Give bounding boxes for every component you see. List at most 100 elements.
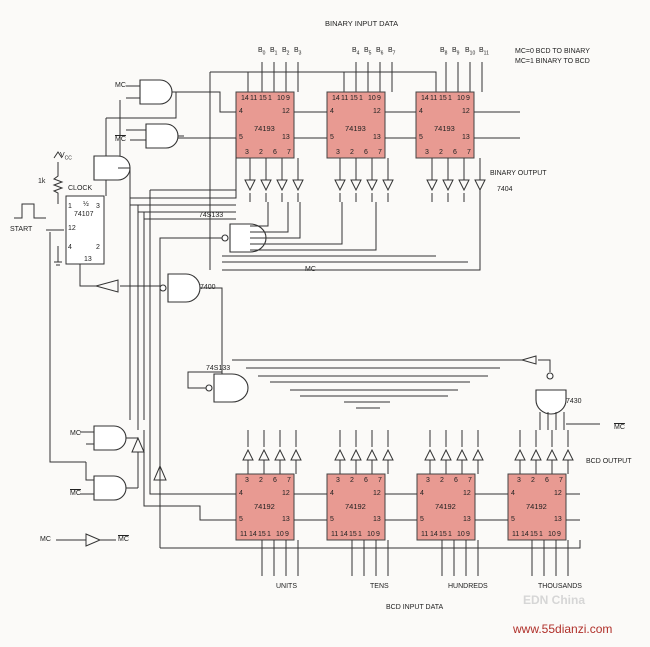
bcd-counter-3-pin-right-top: 12 [463, 490, 471, 497]
binary-counter-1-pin-right-top: 12 [282, 108, 290, 115]
bcd-counter-1-bottom-pin: 10 [276, 531, 284, 538]
inverter-2 [260, 158, 272, 202]
and-gate-mc [139, 79, 173, 105]
bcd-counter-3-pin-left-bottom: 5 [420, 516, 424, 523]
ff-pin: 1 [68, 203, 72, 210]
thousands-label: THOUSANDS [538, 583, 582, 590]
binary-counter-3-top-pin: 15 [439, 95, 447, 102]
binary-counter-2-top-pin: 11 [341, 95, 349, 102]
bcd-counter-1-pin-right-top: 12 [282, 490, 290, 497]
binary-counter-1-bottom-pin: 2 [259, 149, 263, 156]
binary-bit-b0: B0 [258, 47, 266, 57]
nand-bottom-inputs [187, 359, 522, 409]
inverter-8 [382, 430, 394, 474]
ff-pin: 13 [84, 256, 92, 263]
binary-counter-2-bottom-pin: 3 [336, 149, 340, 156]
binary-bit-b9: B9 [452, 47, 460, 57]
bcd-counter-4-part: 74192 [526, 502, 547, 511]
inverter-7 [366, 430, 378, 474]
bcd-input-data-label: BCD INPUT DATA [386, 604, 444, 611]
binary-bit-b8: B8 [440, 47, 448, 57]
ff-half-label: ½ [83, 201, 89, 208]
ff-pin: 12 [68, 225, 76, 232]
inverter-14 [530, 430, 542, 474]
inverter-7 [366, 158, 378, 202]
74s133-top-label: 74S133 [199, 212, 224, 219]
bcd-counter-4-bottom-pin: 10 [548, 531, 556, 538]
bcd-counter-3-top-pin: 3 [426, 477, 430, 484]
mc-label-bottom-gate: MC [70, 430, 81, 437]
binary-bit-b6: B6 [376, 47, 384, 57]
bcd-counter-2-pin-left-top: 4 [330, 490, 334, 497]
mc-label-inverter-in: MC [40, 536, 51, 543]
bcd-counter-4-top-pin: 7 [559, 477, 563, 484]
bcd-counter-3-bottom-pin: 11 [421, 531, 429, 538]
nand-top-inputs [159, 202, 377, 548]
bcd-counter-4-bottom-pin: 9 [557, 531, 561, 538]
bcd-output-inverters [242, 430, 574, 474]
binary-output-label: BINARY OUTPUT [490, 170, 547, 177]
inverter-5 [334, 158, 346, 202]
binary-counter-2-top-pin: 1 [359, 95, 363, 102]
binary-counter-2-pin-right-bottom: 13 [373, 134, 381, 141]
bcd-output-label: BCD OUTPUT [586, 458, 632, 465]
inverter-10 [442, 158, 454, 202]
binary-counter-3-bottom-pin: 3 [425, 149, 429, 156]
bcd-counter-1-bottom-pin: 15 [258, 531, 266, 538]
inverter-2 [258, 430, 270, 474]
bcd-counter-2-bottom-pin: 9 [376, 531, 380, 538]
bcd-counter-1-pin-left-bottom: 5 [239, 516, 243, 523]
bcd-counter-3-bottom-pin: 14 [430, 531, 438, 538]
inverter-11 [456, 430, 468, 474]
inverter-8 [382, 158, 394, 202]
bcd-counter-2-bottom-pin: 11 [331, 531, 339, 538]
and-gate-mc-bar [145, 123, 179, 149]
binary-counter-3 [415, 91, 475, 159]
binary-bit-b2: B2 [282, 47, 290, 57]
bcd-counter-1-bottom-pin: 1 [267, 531, 271, 538]
hundreds-label: HUNDREDS [448, 583, 488, 590]
bcd-counter-2-bottom-pin: 1 [358, 531, 362, 538]
binary-counter-3-top-pin: 14 [421, 95, 429, 102]
inverter-13 [514, 430, 526, 474]
binary-bit-b10: B10 [465, 47, 476, 57]
bcd-counter-3-pin-left-top: 4 [420, 490, 424, 497]
binary-counter-2-top-pin: 15 [350, 95, 358, 102]
binary-counter-3-pin-right-top: 12 [462, 108, 470, 115]
binary-bit-b5: B5 [364, 47, 372, 57]
binary-counter-2 [326, 91, 386, 159]
bcd-counter-3-part: 74192 [435, 502, 456, 511]
binary-counter-3-part: 74193 [434, 124, 455, 133]
binary-counter-1 [235, 91, 295, 159]
bcd-input-wires [261, 540, 569, 576]
ff-pin: 4 [68, 244, 72, 251]
inverter-6 [350, 158, 362, 202]
bcd-counter-4-bottom-pin: 14 [521, 531, 529, 538]
binary-counter-1-pin-left-bottom: 5 [239, 134, 243, 141]
binary-counter-3-bottom-pin: 7 [467, 149, 471, 156]
binary-counter-3-top-pin: 1 [448, 95, 452, 102]
clock-wiring [105, 85, 184, 198]
clock-label: CLOCK [68, 185, 93, 192]
bcd-counter-4-bottom-pin: 1 [539, 531, 543, 538]
bcd-gate-wiring [80, 431, 167, 495]
inverter-1 [244, 158, 256, 202]
inverter-11 [458, 158, 470, 202]
inverter-4 [290, 430, 302, 474]
flip-flop-74107 [65, 195, 105, 265]
bcd-counter-2-top-pin: 7 [378, 477, 382, 484]
bcd-counter-3-pin-right-bottom: 13 [463, 516, 471, 523]
binary-counter-2-top-pin: 9 [377, 95, 381, 102]
bcd-counter-1-bottom-pin: 11 [240, 531, 248, 538]
inverter-3 [276, 158, 288, 202]
binary-counter-3-pin-left-bottom: 5 [419, 134, 423, 141]
units-label: UNITS [276, 583, 297, 590]
binary-bit-b7: B7 [388, 47, 396, 57]
inverter-4 [292, 158, 304, 202]
bcd-counter-3-bottom-pin: 9 [466, 531, 470, 538]
bcd-counter-3-bottom-pin: 15 [439, 531, 447, 538]
binary-counter-3-top-pin: 9 [466, 95, 470, 102]
and-gate-bcd-mc [93, 425, 127, 451]
